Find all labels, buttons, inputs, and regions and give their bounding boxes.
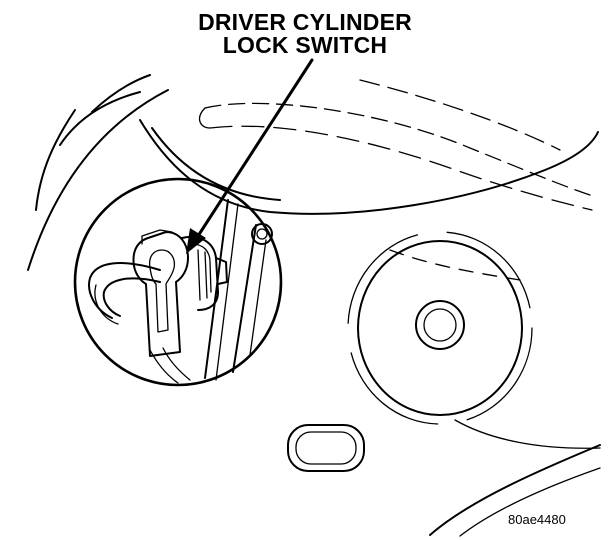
callout-arrow xyxy=(186,58,314,254)
round-port xyxy=(347,231,533,425)
access-slot xyxy=(287,424,365,472)
door-trim-dashed-lines xyxy=(198,79,593,281)
door-lower-edges xyxy=(429,419,601,537)
figure-reference-number: 80ae4480 xyxy=(508,512,566,527)
magnified-detail xyxy=(73,177,283,387)
callout-label-line-1: DRIVER CYLINDER xyxy=(198,9,412,35)
door-body-contours xyxy=(27,74,599,271)
callout-label-line-2: LOCK SWITCH xyxy=(222,32,388,58)
